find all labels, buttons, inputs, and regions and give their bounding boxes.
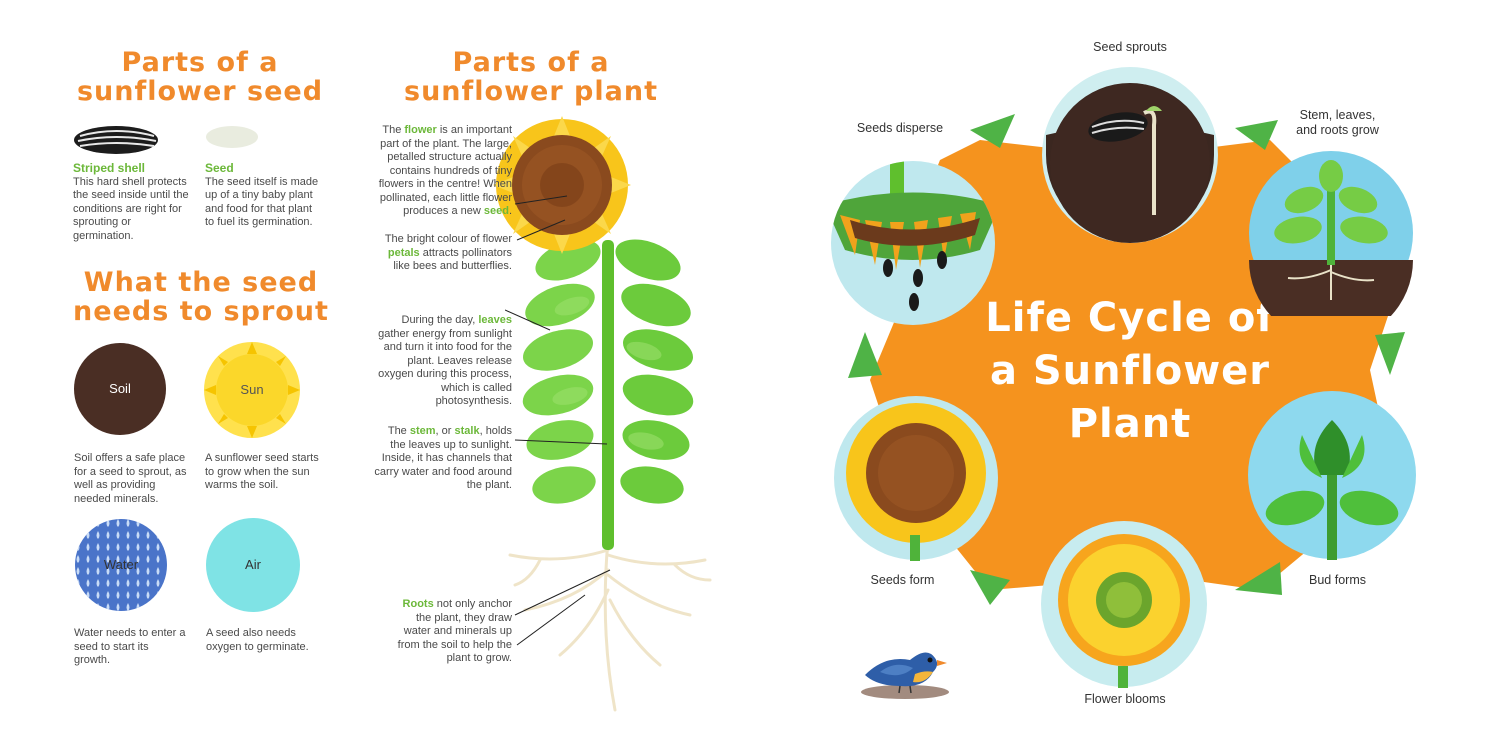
seed-parts-title: Parts of a sunflower seed [76,47,324,107]
leader-lines [505,195,611,646]
sun-icon [204,342,300,438]
flower-description: The flower is an important part of the p… [378,124,512,217]
seed-label: Seed [205,161,234,175]
flower-blooms-circle [1041,521,1207,688]
stem-leaves-roots-circle [1249,151,1413,316]
arrow-icon [970,570,1010,605]
water-text: Water needs to enter a seed to start its… [74,627,186,666]
bud-forms-circle [1248,391,1416,560]
arrow-icon [970,114,1015,148]
water-icon [75,519,167,611]
shell-description: Striped shell This hard shell protects t… [73,161,189,243]
leaves-description: During the day, leaves gather energy fro… [378,314,512,407]
sun-label: Sun [240,382,264,397]
seeds-form-label: Seeds form [870,573,935,587]
striped-shell-icon [74,126,158,154]
bud-forms-label: Bud forms [1309,573,1366,587]
cycle-arrows [848,114,1405,605]
seeds-disperse-circle [831,161,995,325]
life-cycle-title: Life Cycle of a Sunflower Plant [985,295,1275,447]
soil-text: Soil offers a safe place for a seed to s… [74,452,187,505]
stem-grow-label: Stem, leaves, and roots grow [1296,108,1379,137]
bird-icon [861,652,949,699]
seed-sprouts-circle [1042,67,1218,243]
needs-title: What the seed needs to sprout [73,267,329,327]
seed-sprouts-label: Seed sprouts [1093,40,1167,54]
arrow-icon [848,332,882,378]
sun-text: A sunflower seed starts to grow when the… [205,452,319,491]
petals-description: The bright colour of flower petals attra… [384,233,512,272]
soil-label: Soil [109,381,131,396]
air-text: A seed also needs oxygen to germinate. [206,627,309,653]
arrow-icon [1375,332,1405,375]
soil-circle: Soil [74,343,166,435]
shell-label: Striped shell [73,161,146,175]
seeds-disperse-label: Seeds disperse [856,121,944,135]
air-circle: Air [206,518,300,612]
arrow-icon [1235,562,1282,595]
seed-icon [206,126,258,148]
plant-parts-title: Parts of a sunflower plant [404,47,658,107]
water-label: Water [103,557,139,572]
flower-blooms-label: Flower blooms [1084,692,1166,706]
seed-description: Seed The seed itself is made up of a tin… [205,161,323,230]
seed-text: The seed itself is made up of a tiny bab… [205,175,319,229]
stem-description: The stem, or stalk, holds the leaves up … [374,425,512,491]
air-label: Air [245,557,261,572]
arrow-icon [1235,120,1278,150]
shell-text: This hard shell protects the seed inside… [73,175,189,242]
sunflower-plant-illustration [493,116,712,712]
roots-description: Roots not only anchor the plant, they dr… [397,598,512,664]
seeds-form-circle [834,396,998,561]
